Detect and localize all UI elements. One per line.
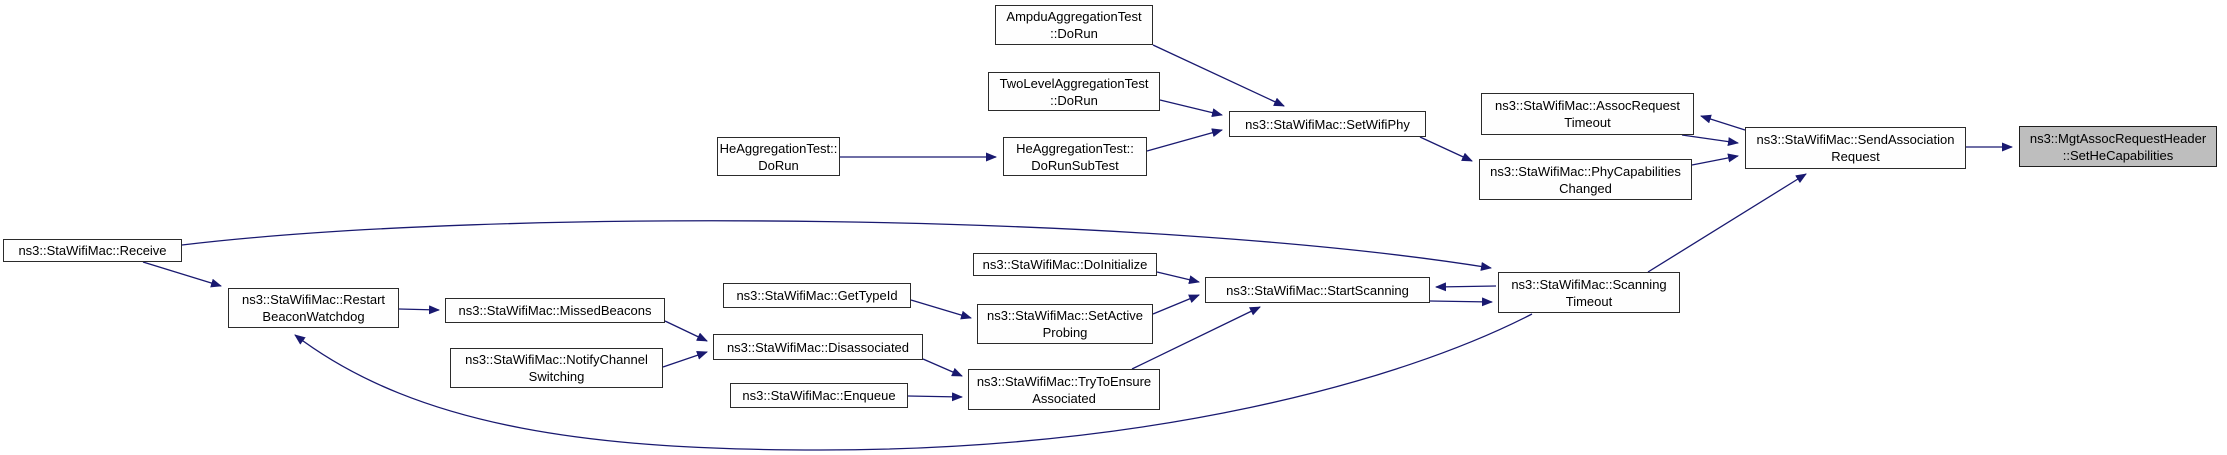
edge-trytoensureassociated-to-startscanning	[1131, 306, 1261, 370]
edge-missedbeacons-to-disassociated	[664, 320, 708, 342]
edge-startscanning-to-scanningtimeout	[1429, 297, 1493, 307]
node-label-line: ns3::StaWifiMac::Scanning	[1511, 276, 1667, 292]
node-ampdu-dorun[interactable]: AmpduAggregationTest::DoRun	[995, 5, 1153, 45]
node-label-line: AmpduAggregationTest	[1006, 9, 1142, 24]
node-he-dorun[interactable]: HeAggregationTest::DoRun	[717, 137, 840, 176]
edge-notifychannelswitching-to-disassociated	[662, 350, 708, 368]
edge-disassociated-to-trytoensureassociated	[922, 358, 963, 377]
node-label-line: ns3::StaWifiMac::Restart	[241, 292, 386, 307]
edge-gettypeid-to-setactiveprobing	[910, 299, 972, 320]
edge-receive-to-restartbeaconwatchdog	[142, 261, 222, 288]
edge-receive-to-scanningtimeout	[181, 220, 1492, 271]
edge-ampdu-dorun-to-setwifiphy	[1152, 44, 1285, 107]
node-label-line: ns3::StaWifiMac::SetActive	[986, 308, 1144, 323]
edge-enqueue-to-trytoensureassociated	[907, 392, 963, 402]
node-label-line: ns3::StaWifiMac::NotifyChannel	[465, 352, 648, 367]
node-sethecapabilities[interactable]: ns3::MgtAssocRequestHeader::SetHeCapabil…	[2019, 126, 2217, 167]
node-label-line: ns3::StaWifiMac::GetTypeId	[736, 288, 898, 303]
node-label-line: Timeout	[1564, 115, 1611, 130]
node-label-line: ns3::StaWifiMac::PhyCapabilities	[1490, 163, 1681, 179]
node-label-line: Associated	[1032, 390, 1096, 406]
edge-restartbeaconwatchdog-to-missedbeacons	[398, 305, 440, 315]
node-label-line: Changed	[1559, 180, 1612, 196]
edge-phycapabilitieschanged-to-sendassociationrequest	[1691, 153, 1739, 166]
edge-twolevel-dorun-to-setwifiphy	[1159, 99, 1223, 118]
node-label-line: DoRun	[758, 157, 799, 173]
node-he-dorunsubtest[interactable]: HeAggregationTest::DoRunSubTest	[1003, 137, 1147, 176]
node-label-line: BeaconWatchdog	[262, 309, 365, 324]
node-label-line: ns3::StaWifiMac::Disassociated	[726, 339, 910, 355]
edge-setactiveprobing-to-startscanning	[1152, 294, 1200, 315]
edge-he-dorunsubtest-to-setwifiphy	[1146, 128, 1223, 152]
edge-scanningtimeout-to-restartbeaconwatchdog	[294, 313, 1533, 451]
node-label-line: ns3::StaWifiMac::Receive	[18, 243, 167, 258]
node-label-line: Probing	[1042, 325, 1088, 340]
node-disassociated[interactable]: ns3::StaWifiMac::Disassociated	[713, 334, 923, 360]
node-label-line: ::DoRun	[1050, 92, 1098, 108]
edge-group	[142, 44, 2013, 451]
node-label-line: TwoLevelAggregationTest	[999, 75, 1149, 91]
node-label-line: DoRunSubTest	[1031, 157, 1119, 173]
node-label-line: ns3::StaWifiMac::DoInitialize	[982, 257, 1148, 272]
node-label-line: Request	[1831, 149, 1880, 164]
node-receive[interactable]: ns3::StaWifiMac::Receive	[3, 239, 182, 262]
node-missedbeacons[interactable]: ns3::StaWifiMac::MissedBeacons	[445, 298, 665, 323]
node-label-line: ns3::StaWifiMac::SetWifiPhy	[1245, 116, 1410, 132]
node-label-line: ns3::StaWifiMac::StartScanning	[1226, 282, 1409, 298]
edge-scanningtimeout-to-startscanning	[1435, 282, 1497, 292]
node-label-line: Timeout	[1565, 293, 1613, 309]
node-label-line: HeAggregationTest::	[719, 140, 838, 156]
node-twolevel-dorun[interactable]: TwoLevelAggregationTest::DoRun	[988, 72, 1160, 111]
node-label-line: ns3::StaWifiMac::TryToEnsure	[976, 373, 1152, 389]
node-startscanning[interactable]: ns3::StaWifiMac::StartScanning	[1205, 277, 1430, 303]
node-label-line: ns3::StaWifiMac::SendAssociation	[1756, 132, 1955, 147]
node-label-line: ::DoRun	[1050, 26, 1098, 41]
node-label-line: Switching	[528, 369, 585, 384]
node-enqueue[interactable]: ns3::StaWifiMac::Enqueue	[730, 383, 908, 408]
node-label-line: ns3::MgtAssocRequestHeader	[2029, 130, 2207, 146]
node-setwifiphy[interactable]: ns3::StaWifiMac::SetWifiPhy	[1229, 111, 1426, 137]
node-label-line: HeAggregationTest::	[1016, 140, 1134, 156]
node-doinitialize[interactable]: ns3::StaWifiMac::DoInitialize	[973, 253, 1157, 276]
node-label-line: ::SetHeCapabilities	[2062, 147, 2174, 163]
edge-setwifiphy-to-phycapabilitieschanged	[1419, 136, 1473, 162]
edge-scanningtimeout-to-sendassociationrequest	[1647, 173, 1807, 273]
edge-assocrequesttimeout-to-sendassociationrequest	[1681, 134, 1739, 147]
node-label-line: ns3::StaWifiMac::AssocRequest	[1495, 98, 1680, 113]
node-gettypeid[interactable]: ns3::StaWifiMac::GetTypeId	[723, 283, 911, 308]
node-label-line: ns3::StaWifiMac::Enqueue	[742, 388, 896, 403]
edge-doinitialize-to-startscanning	[1156, 271, 1200, 285]
edge-sendassociationrequest-to-assocrequesttimeout	[1700, 114, 1746, 131]
node-label-line: ns3::StaWifiMac::MissedBeacons	[458, 303, 652, 318]
